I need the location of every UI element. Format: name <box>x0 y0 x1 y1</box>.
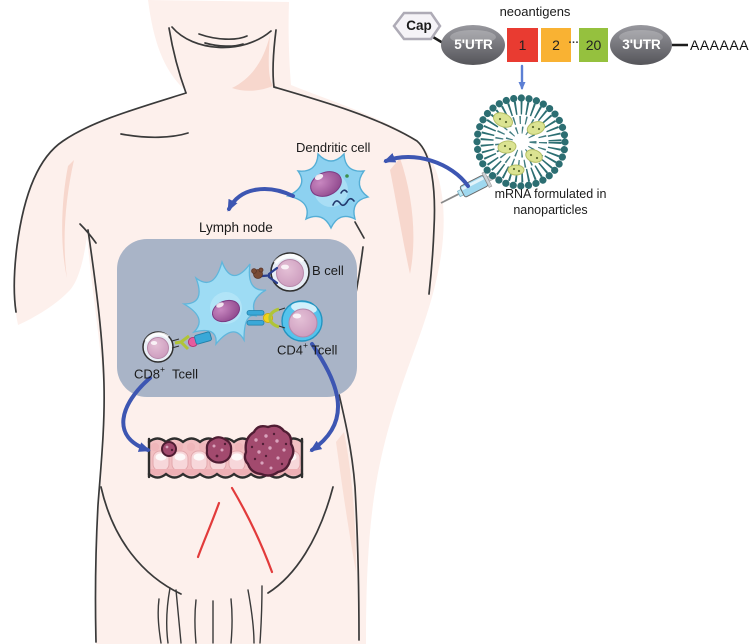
cd8-superscript-plus: + <box>160 364 165 374</box>
mhc2-tcr-connector <box>246 307 286 329</box>
dendritic-cell-in-node <box>181 259 267 347</box>
cap-label: Cap <box>406 18 432 33</box>
flow-arrows <box>121 64 526 452</box>
neoantigen-1-label: 1 <box>518 37 527 53</box>
neoantigen-2-box <box>541 28 571 62</box>
cd4-t-cell-label: CD4+ Tcell <box>277 340 338 358</box>
red-vessel-lines <box>196 486 274 574</box>
lymph-node-label: Lymph node <box>199 220 273 235</box>
tumor-large <box>243 424 295 477</box>
antigen-particle <box>251 267 264 279</box>
nanoparticle-caption: mRNA formulated in nanoparticles <box>494 187 607 218</box>
b-cell <box>251 252 310 292</box>
tumor-medium <box>205 436 233 464</box>
cd8-prefix: CD8 <box>134 366 161 382</box>
intestine-segment <box>147 424 304 479</box>
arrow-cd8-to-tumor <box>121 376 152 452</box>
cd4-t-cell <box>281 300 323 342</box>
mrna-cargo <box>493 112 546 176</box>
mrna-construct <box>392 11 688 65</box>
b-cell-receptor-antibody <box>260 266 279 285</box>
cd4-suffix: Tcell <box>307 342 338 358</box>
groin-leg-lines <box>157 585 263 644</box>
body-shading <box>62 35 414 572</box>
neoantigen-1-box <box>507 28 538 62</box>
neoantigen-20-box <box>579 28 608 62</box>
neoantigens-label: neoantigens <box>499 4 571 19</box>
cd4-superscript-plus: + <box>303 340 308 350</box>
mhc1-tcr-connector <box>171 331 212 351</box>
dendritic-cell-chest <box>285 152 370 230</box>
cargo-speckles <box>498 117 541 173</box>
arrow-dendritic-to-lymph-node <box>227 187 295 212</box>
arrow-cd4-to-tumor <box>309 342 341 452</box>
utr3-ellipse <box>610 25 672 65</box>
neoantigen-2-label: 2 <box>552 37 560 53</box>
tumor-small <box>161 441 177 457</box>
cap-hexagon <box>392 11 442 41</box>
nanoparticle <box>473 94 569 190</box>
utr5-ellipse <box>441 25 505 65</box>
cd8-suffix: Tcell <box>164 366 198 382</box>
dendritic-cell-label: Dendritic cell <box>296 140 371 155</box>
lipid-bead-shell <box>473 94 569 190</box>
cd8-t-cell <box>142 331 174 363</box>
cd8-t-cell-label: CD8+ Tcell <box>134 364 198 382</box>
mrna-squiggle <box>332 189 355 207</box>
polya-label: AAAAAA <box>690 37 750 53</box>
intestine-lower-band <box>150 469 302 475</box>
neoantigen-ellipsis: … <box>568 34 579 46</box>
b-cell-label: B cell <box>312 263 344 278</box>
utr3-label: 3'UTR <box>622 37 661 52</box>
lipid-fringe <box>480 101 562 183</box>
lymph-node-contents <box>142 252 323 363</box>
neoantigen-20-label: 20 <box>585 37 602 53</box>
cd4-prefix: CD4 <box>277 342 304 358</box>
arrow-injection-to-dendritic-cell <box>383 153 470 188</box>
utr5-label: 5'UTR <box>454 37 493 52</box>
